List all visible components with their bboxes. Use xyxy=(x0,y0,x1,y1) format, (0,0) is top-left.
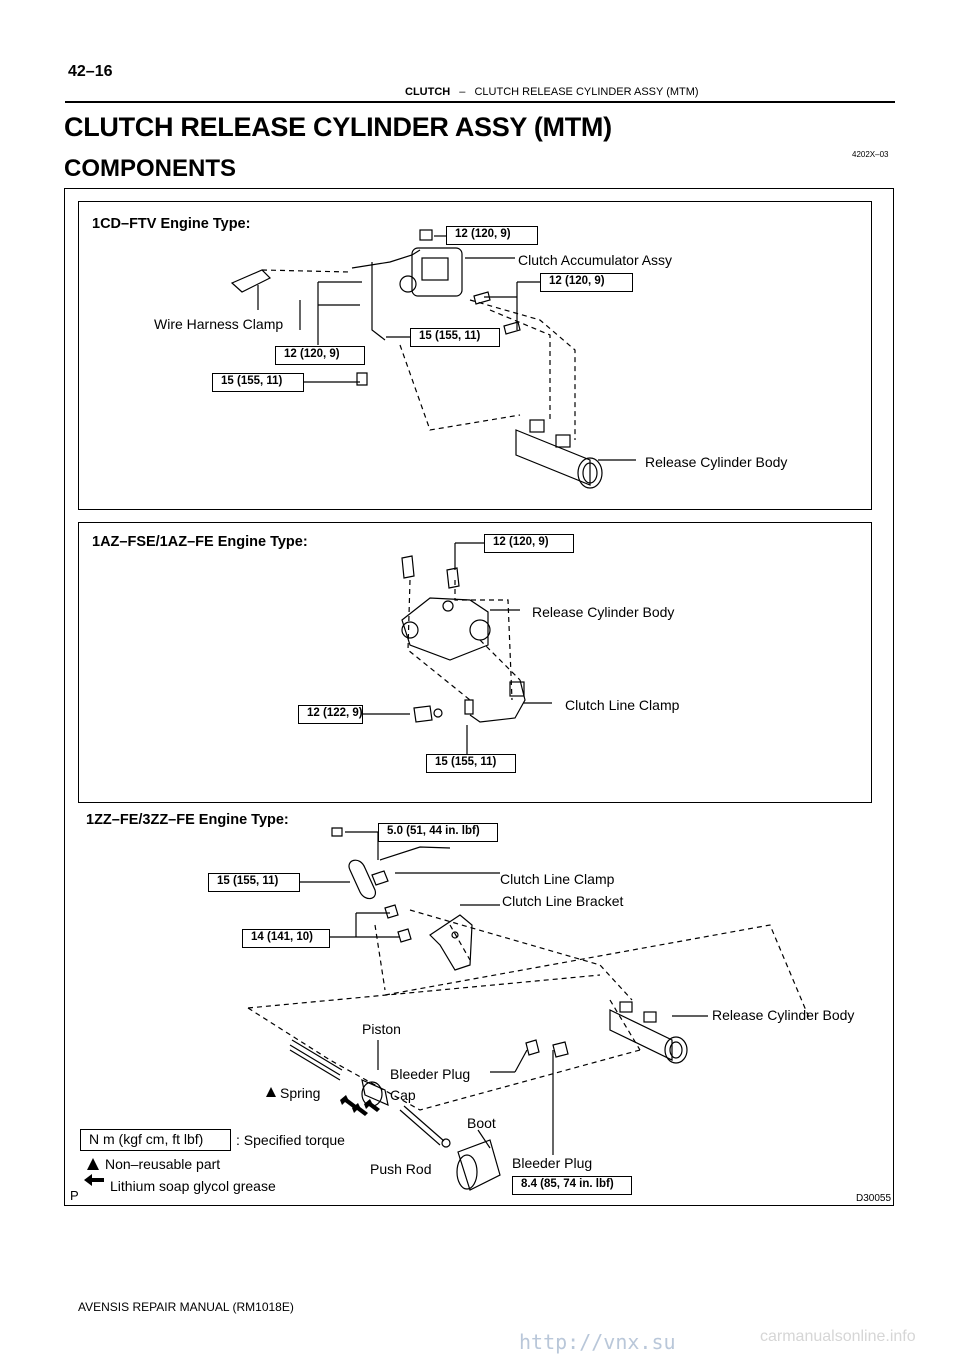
legend-unit-desc: : Specified torque xyxy=(236,1132,345,1148)
watermark-site: carmanualsonline.info xyxy=(760,1328,916,1345)
corner-mark: P xyxy=(70,1188,79,1203)
torque-value: 12 (120, 9) xyxy=(540,273,633,292)
label-release-cylinder-body: Release Cylinder Body xyxy=(532,604,675,620)
figure-frame xyxy=(64,188,894,1206)
torque-value: 12 (120, 9) xyxy=(484,534,574,553)
legend-nonreusable: Non–reusable part xyxy=(105,1156,221,1172)
doc-code: 4202X–03 xyxy=(852,150,889,159)
torque-value: 15 (155, 11) xyxy=(208,873,300,892)
label-clutch-line-bracket: Clutch Line Bracket xyxy=(502,893,624,909)
header-section: CLUTCH xyxy=(405,86,451,98)
panel-1az xyxy=(78,522,872,803)
panel-1cd-ftv-title: 1CD–FTV Engine Type: xyxy=(92,216,251,232)
label-bleeder-plug-cap: Bleeder Plug xyxy=(390,1066,471,1082)
page-title: CLUTCH RELEASE CYLINDER ASSY (MTM) xyxy=(64,112,612,142)
panel-1cd-ftv xyxy=(78,201,872,510)
torque-value: 8.4 (85, 74 in. lbf) xyxy=(512,1176,632,1195)
torque-value: 15 (155, 11) xyxy=(212,373,304,392)
header-rule xyxy=(65,101,895,103)
label-bleeder-plug: Bleeder Plug xyxy=(512,1155,593,1171)
running-header: CLUTCH – CLUTCH RELEASE CYLINDER ASSY (M… xyxy=(405,86,699,98)
watermark-link[interactable]: http://vnx.su xyxy=(519,1330,676,1354)
label-boot: Boot xyxy=(467,1115,496,1131)
panel-1az-title: 1AZ–FSE/1AZ–FE Engine Type: xyxy=(92,534,308,550)
label-push-rod: Push Rod xyxy=(370,1161,432,1177)
torque-value: 15 (155, 11) xyxy=(410,328,500,347)
label-wire-harness-clamp: Wire Harness Clamp xyxy=(154,316,284,332)
torque-value: 12 (120, 9) xyxy=(275,346,365,365)
label-release-cylinder-body: Release Cylinder Body xyxy=(712,1007,855,1023)
label-cap: Cap xyxy=(390,1087,416,1103)
footer: AVENSIS REPAIR MANUAL (RM1018E) xyxy=(78,1300,294,1314)
label-spring: Spring xyxy=(280,1085,321,1101)
header-separator: – xyxy=(459,86,466,98)
label-clutch-line-clamp: Clutch Line Clamp xyxy=(565,697,680,713)
label-clutch-line-clamp: Clutch Line Clamp xyxy=(500,871,615,887)
label-release-cylinder-body: Release Cylinder Body xyxy=(645,454,788,470)
torque-value: 15 (155, 11) xyxy=(426,754,516,773)
legend-grease: Lithium soap glycol grease xyxy=(110,1178,276,1194)
section-title: COMPONENTS xyxy=(64,155,237,182)
torque-value: 12 (122, 9) xyxy=(298,705,363,724)
page-number: 42–16 xyxy=(68,63,113,80)
label-clutch-accumulator-assy: Clutch Accumulator Assy xyxy=(518,252,673,268)
torque-value: 12 (120, 9) xyxy=(446,226,538,245)
torque-value: 14 (141, 10) xyxy=(242,929,330,948)
header-subsection: CLUTCH RELEASE CYLINDER ASSY (MTM) xyxy=(474,86,699,98)
label-piston: Piston xyxy=(362,1021,401,1037)
legend-unit-box: N m (kgf cm, ft lbf) xyxy=(80,1129,231,1151)
figure-code: D30055 xyxy=(856,1193,892,1204)
panel-1zz-title: 1ZZ–FE/3ZZ–FE Engine Type: xyxy=(86,812,289,828)
torque-value: 5.0 (51, 44 in. lbf) xyxy=(378,823,498,842)
